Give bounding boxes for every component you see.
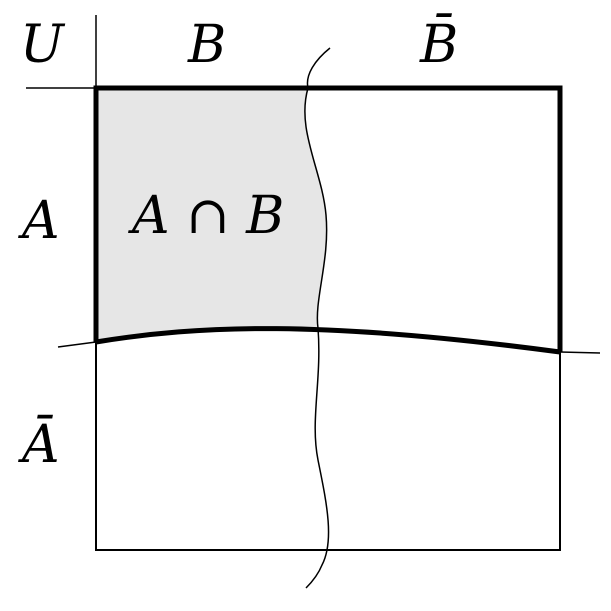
a-row-frame [93, 85, 563, 352]
row-label-a: A [18, 191, 60, 251]
intersection-label: A ∩ B [128, 186, 284, 246]
intersection-region [96, 88, 327, 342]
column-label-b-complement: B̄ [419, 14, 458, 75]
column-label-b: B [187, 15, 226, 75]
b-divider-curve [304, 47, 331, 589]
universe-label: U [20, 15, 66, 75]
a-divider-ext-left [57, 341, 97, 348]
row-label-a-complement: Ā [18, 415, 60, 475]
a-divider-curve [95, 326, 561, 355]
a-divider-ext-right [559, 351, 601, 354]
